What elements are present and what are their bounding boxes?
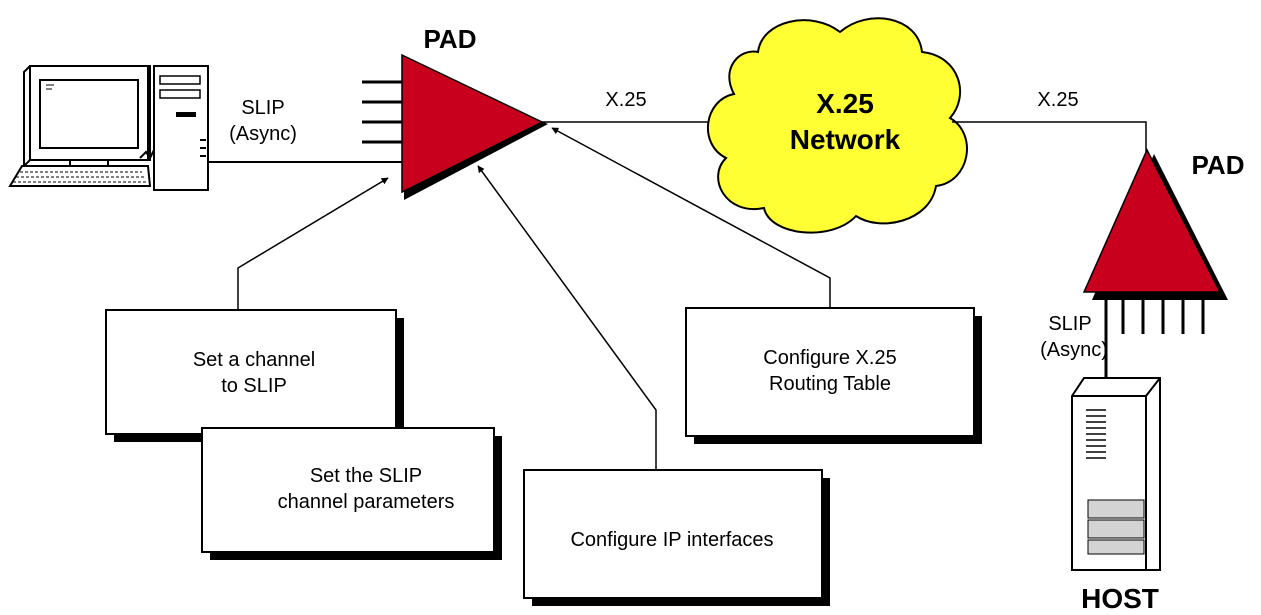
box-slip-params: Set the SLIP channel parameters xyxy=(201,427,502,560)
x25-label-right: X.25 xyxy=(1037,89,1078,111)
slip-label-right: SLIP xyxy=(1048,313,1091,335)
async-label-right: (Async) xyxy=(1040,339,1108,361)
pad-right-label: PAD xyxy=(1192,150,1245,180)
box-routing-table-line2: Routing Table xyxy=(769,373,891,395)
box-set-channel-line2: to SLIP xyxy=(221,375,287,397)
x25-link-right xyxy=(952,121,1147,154)
box-ip-interfaces: Configure IP interfaces xyxy=(523,469,830,606)
box-routing-table-line1: Configure X.25 xyxy=(763,347,896,369)
box-routing-table: Configure X.25 Routing Table xyxy=(685,307,982,444)
arrow-ip-interfaces xyxy=(477,165,657,470)
x25-network-cloud xyxy=(706,17,968,234)
arrow-set-channel xyxy=(237,177,389,310)
x25-label-left: X.25 xyxy=(605,89,646,111)
box-set-channel: Set a channel to SLIP xyxy=(105,309,404,442)
slip-label-left: SLIP xyxy=(241,97,284,119)
arrow-routing-table xyxy=(551,127,831,308)
workstation-icon xyxy=(8,65,209,191)
box-slip-params-line2: channel parameters xyxy=(278,491,455,513)
box-ip-interfaces-line1: Configure IP interfaces xyxy=(570,529,773,551)
host-server-icon xyxy=(1071,377,1161,571)
box-slip-params-line1: Set the SLIP xyxy=(310,465,422,487)
pad-left-label: PAD xyxy=(424,24,477,54)
network-label-line2: Network xyxy=(790,124,901,155)
pad-left-icon xyxy=(362,53,548,200)
async-label-left: (Async) xyxy=(229,123,297,145)
network-label-line1: X.25 xyxy=(816,88,874,119)
pad-right-icon xyxy=(1082,148,1228,334)
host-label: HOST xyxy=(1081,583,1159,614)
box-set-channel-line1: Set a channel xyxy=(193,349,315,371)
